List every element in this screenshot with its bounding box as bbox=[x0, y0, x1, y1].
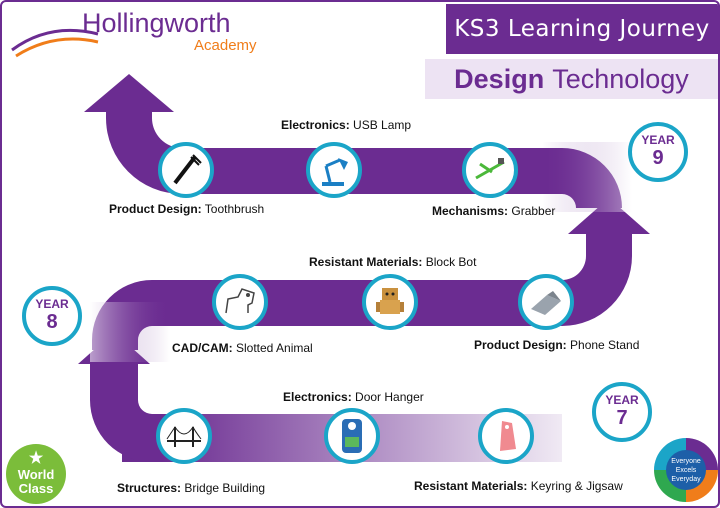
phone-stand-icon bbox=[531, 291, 561, 315]
star-person-icon: ★ bbox=[28, 450, 44, 467]
year-label: YEAR bbox=[605, 393, 639, 407]
values-badge: Everyone Excels Everyday bbox=[654, 438, 718, 502]
step-bridge bbox=[156, 408, 212, 464]
label-project: Toothbrush bbox=[204, 202, 265, 216]
desk-lamp-icon bbox=[322, 158, 348, 186]
label-project: Door Hanger bbox=[355, 390, 424, 404]
label-category: Resistant Materials: bbox=[309, 255, 423, 269]
year-number: 9 bbox=[652, 147, 664, 169]
values-badge-center: Everyone Excels Everyday bbox=[666, 450, 706, 490]
step-slotted-animal bbox=[212, 274, 268, 330]
label-door-hanger: Electronics: Door Hanger bbox=[283, 390, 424, 404]
value-3: Everyday bbox=[671, 475, 701, 483]
label-project: Block Bot bbox=[425, 255, 477, 269]
logo-subtext: Academy bbox=[194, 37, 257, 54]
slotted-animal-icon bbox=[225, 288, 255, 314]
keyring-icon bbox=[500, 421, 516, 451]
year-number: 7 bbox=[616, 407, 628, 429]
bridge-icon bbox=[166, 425, 202, 447]
label-toothbrush: Product Design: Toothbrush bbox=[109, 202, 264, 216]
label-project: Phone Stand bbox=[570, 338, 640, 352]
toothbrush-icon bbox=[173, 154, 202, 185]
step-keyring bbox=[478, 408, 534, 464]
value-2: Excels bbox=[675, 466, 697, 474]
step-door-hanger bbox=[324, 408, 380, 464]
label-project: USB Lamp bbox=[353, 118, 412, 132]
label-keyring: Resistant Materials: Keyring & Jigsaw bbox=[414, 479, 623, 493]
label-project: Slotted Animal bbox=[236, 341, 313, 355]
value-1: Everyone bbox=[671, 457, 701, 465]
year-badge-7: YEAR 7 bbox=[592, 382, 652, 442]
subject-word-2: Technology bbox=[552, 63, 689, 94]
label-bridge: Structures: Bridge Building bbox=[117, 481, 265, 495]
step-grabber bbox=[462, 142, 518, 198]
label-project: Keyring & Jigsaw bbox=[530, 479, 623, 493]
step-phone-stand bbox=[518, 274, 574, 330]
school-logo: Hollingworth Academy bbox=[10, 6, 290, 62]
year-badge-8: YEAR 8 bbox=[22, 286, 82, 346]
road-turn-right bbox=[562, 232, 632, 326]
badge-text-line2: Class bbox=[18, 481, 54, 496]
label-usb-lamp: Electronics: USB Lamp bbox=[281, 118, 411, 132]
step-block-bot bbox=[362, 274, 418, 330]
step-toothbrush bbox=[158, 142, 214, 198]
label-category: Resistant Materials: bbox=[414, 479, 528, 493]
label-category: Product Design: bbox=[474, 338, 567, 352]
grabber-icon bbox=[475, 158, 505, 180]
logo-text: Hollingworth bbox=[82, 8, 231, 38]
year-number: 8 bbox=[46, 311, 58, 333]
road-turn-left bbox=[90, 362, 162, 462]
label-project: Bridge Building bbox=[184, 481, 266, 495]
subject-title: Design Technology bbox=[425, 59, 718, 99]
label-block-bot: Resistant Materials: Block Bot bbox=[309, 255, 476, 269]
banner-title: KS3 Learning Journey bbox=[446, 4, 718, 54]
year-badge-9: YEAR 9 bbox=[628, 122, 688, 182]
block-bot-icon bbox=[376, 288, 404, 314]
label-category: Electronics: bbox=[283, 390, 352, 404]
label-grabber: Mechanisms: Grabber bbox=[432, 204, 555, 218]
step-usb-lamp bbox=[306, 142, 362, 198]
year-label: YEAR bbox=[35, 297, 69, 311]
subject-word-1: Design bbox=[454, 63, 545, 94]
label-category: Product Design: bbox=[109, 202, 202, 216]
label-category: Structures: bbox=[117, 481, 182, 495]
label-category: CAD/CAM: bbox=[172, 341, 233, 355]
year-label: YEAR bbox=[641, 133, 675, 147]
world-class-badge: ★ World Class bbox=[6, 444, 66, 504]
label-category: Mechanisms: bbox=[432, 204, 509, 218]
door-hanger-icon bbox=[342, 419, 362, 453]
logo-swoosh-icon bbox=[11, 28, 99, 58]
label-phone-stand: Product Design: Phone Stand bbox=[474, 338, 639, 352]
label-project: Grabber bbox=[511, 204, 556, 218]
badge-text-line1: World bbox=[17, 467, 55, 482]
finish-arrow bbox=[84, 74, 174, 112]
label-slotted-animal: CAD/CAM: Slotted Animal bbox=[172, 341, 313, 355]
label-category: Electronics: bbox=[281, 118, 350, 132]
